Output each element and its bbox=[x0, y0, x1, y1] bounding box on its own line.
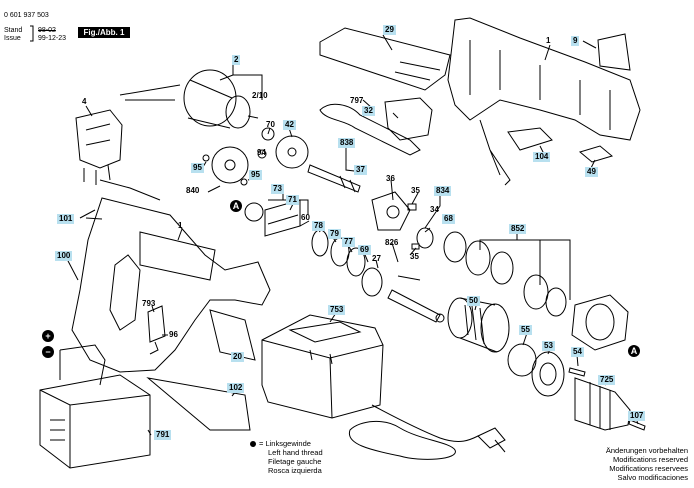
issue-label: Issue bbox=[4, 35, 21, 42]
callout-838: 838 bbox=[338, 138, 356, 148]
callout-27: 27 bbox=[372, 254, 381, 263]
marker-minus: − bbox=[42, 346, 54, 358]
callout-1-lower: 1 bbox=[178, 221, 183, 230]
callout-73: 73 bbox=[271, 184, 284, 194]
callout-1-upper: 1 bbox=[546, 36, 551, 45]
stand-value: 98-02 bbox=[38, 27, 56, 34]
callout-32: 32 bbox=[362, 106, 375, 116]
callout-793: 793 bbox=[142, 299, 156, 308]
left-hand-thread-symbol bbox=[250, 441, 256, 447]
callout-834: 834 bbox=[434, 186, 452, 196]
callout-852: 852 bbox=[509, 224, 527, 234]
callout-826: 826 bbox=[385, 238, 399, 247]
callout-840: 840 bbox=[186, 186, 200, 195]
callout-49: 49 bbox=[585, 167, 598, 177]
callout-60: 60 bbox=[301, 213, 310, 222]
legend-line-1: Left hand thread bbox=[268, 448, 323, 457]
notice-line-1: Änderungen vorbehalten bbox=[605, 446, 688, 455]
callout-9: 9 bbox=[571, 36, 580, 46]
callout-4: 4 bbox=[82, 97, 87, 106]
callout-78: 78 bbox=[312, 221, 325, 231]
callout-35-upper: 35 bbox=[411, 186, 420, 195]
legend-line-3: Rosca izquierda bbox=[268, 466, 322, 475]
notice-line-4: Salvo modificaciones bbox=[617, 473, 688, 482]
callout-68: 68 bbox=[442, 214, 455, 224]
callout-96: 96 bbox=[169, 330, 178, 339]
callout-34: 34 bbox=[430, 205, 439, 214]
issue-value: 99-12-23 bbox=[38, 35, 67, 42]
callout-37: 37 bbox=[354, 165, 367, 175]
callout-100: 100 bbox=[55, 251, 73, 261]
legend-line-2: Filetage gauche bbox=[268, 457, 322, 466]
marker-a-right: A bbox=[628, 345, 640, 357]
callout-2: 2 bbox=[232, 55, 241, 65]
callout-36: 36 bbox=[386, 174, 395, 183]
callout-77: 77 bbox=[342, 237, 355, 247]
callout-2-10: 2/10 bbox=[252, 91, 268, 100]
callout-35-lower: 35 bbox=[410, 252, 419, 261]
legend-linksgewinde: = Linksgewinde bbox=[259, 439, 311, 448]
callout-70: 70 bbox=[266, 120, 275, 129]
callout-725: 725 bbox=[598, 375, 616, 385]
callout-50: 50 bbox=[467, 296, 480, 306]
callout-54: 54 bbox=[571, 347, 584, 357]
marker-a-left: A bbox=[230, 200, 242, 212]
part-number: 0 601 937 503 bbox=[4, 12, 49, 19]
figure-tag: Fig./Abb. 1 bbox=[78, 27, 130, 38]
callout-29: 29 bbox=[383, 25, 396, 35]
callout-95-right: 95 bbox=[249, 170, 262, 180]
callout-95-left: 95 bbox=[191, 163, 204, 173]
notice-line-2: Modifications reserved bbox=[612, 455, 688, 464]
callout-94: 94 bbox=[257, 148, 266, 157]
callout-797: 797 bbox=[350, 96, 364, 105]
callout-79: 79 bbox=[328, 229, 341, 239]
stand-label: Stand bbox=[4, 27, 23, 34]
notice-line-3: Modifications reservees bbox=[609, 464, 688, 473]
callout-71: 71 bbox=[286, 195, 299, 205]
callout-101: 101 bbox=[57, 214, 75, 224]
callout-53: 53 bbox=[542, 341, 555, 351]
callout-20: 20 bbox=[231, 352, 244, 362]
callout-104: 104 bbox=[533, 152, 551, 162]
marker-plus: + bbox=[42, 330, 54, 342]
callout-753: 753 bbox=[328, 305, 346, 315]
callout-791: 791 bbox=[154, 430, 172, 440]
callout-107: 107 bbox=[628, 411, 646, 421]
callout-42: 42 bbox=[283, 120, 296, 130]
callout-55: 55 bbox=[519, 325, 532, 335]
callout-69: 69 bbox=[358, 245, 371, 255]
callout-102: 102 bbox=[227, 383, 245, 393]
